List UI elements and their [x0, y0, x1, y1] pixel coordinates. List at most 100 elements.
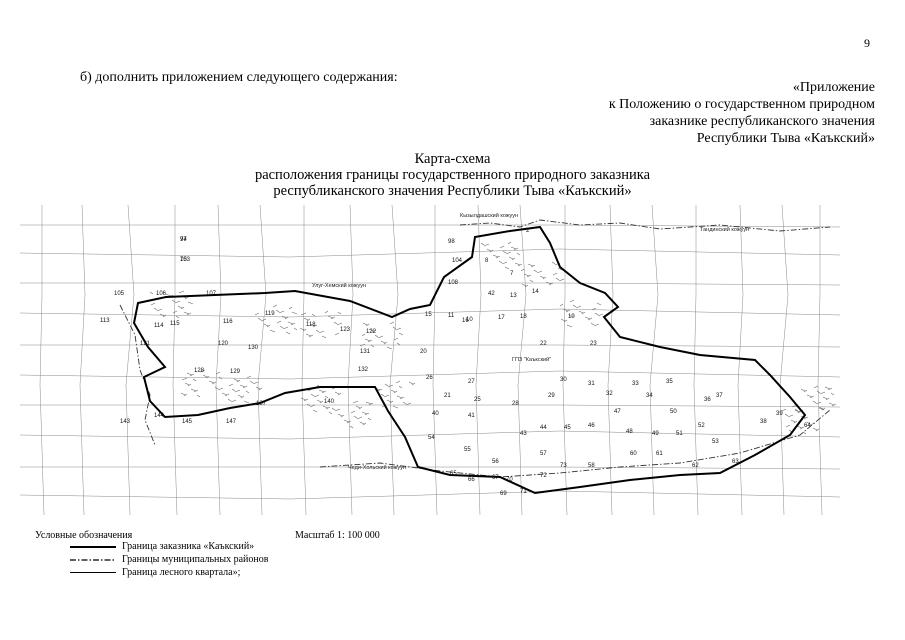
quarter-number: 20 — [420, 349, 427, 355]
quarter-number: 66 — [468, 477, 475, 483]
grid-line-horizontal — [20, 466, 840, 470]
relief-mark — [816, 390, 821, 394]
relief-mark — [334, 408, 341, 412]
relief-mark — [260, 318, 267, 322]
relief-mark — [205, 375, 210, 379]
grid-line-horizontal — [20, 490, 840, 500]
relief-mark — [596, 302, 602, 306]
relief-mark — [343, 419, 350, 423]
quarter-number: 67 — [492, 475, 499, 481]
relief-mark — [552, 272, 558, 276]
map-scale: Масштаб 1: 100 000 — [295, 530, 380, 541]
relief-mark — [527, 263, 534, 267]
quarter-number: 29 — [548, 393, 555, 399]
relief-mark — [257, 317, 262, 321]
relief-mark — [402, 401, 407, 405]
relief-mark — [285, 331, 291, 335]
relief-mark — [516, 252, 521, 256]
relief-mark — [340, 414, 345, 418]
quarter-number: 104 — [452, 258, 463, 264]
quarter-number: 144 — [154, 413, 165, 419]
quarter-number: 69 — [500, 491, 507, 497]
quarter-number: 36 — [704, 397, 711, 403]
quarter-number: 38 — [760, 419, 767, 425]
relief-mark — [324, 310, 329, 314]
relief-mark — [300, 397, 307, 401]
relief-mark — [353, 415, 358, 419]
relief-mark — [507, 241, 512, 245]
quarter-number: 11 — [448, 313, 455, 319]
quarter-number: 71 — [520, 489, 527, 495]
relief-mark — [287, 321, 294, 325]
relief-mark — [202, 374, 208, 378]
relief-mark — [187, 301, 194, 305]
relief-mark — [802, 431, 807, 435]
relief-mark — [300, 312, 307, 316]
quarter-number: 72 — [540, 473, 547, 479]
grid-line-vertical — [562, 205, 568, 515]
quarter-number: 49 — [652, 431, 659, 437]
relief-mark — [389, 400, 394, 404]
quarter-number: 51 — [676, 431, 683, 437]
relief-mark — [557, 267, 563, 271]
relief-mark — [227, 398, 232, 402]
relief-mark — [337, 413, 343, 417]
grid-line-vertical — [737, 205, 744, 515]
quarter-number: 129 — [230, 369, 241, 375]
quarter-number: 119 — [265, 311, 275, 317]
relief-mark — [172, 310, 178, 314]
relief-mark — [349, 425, 354, 429]
relief-mark — [316, 399, 322, 403]
appendix-line-2: к Положению о государственном природном — [608, 97, 875, 112]
quarter-number: 113 — [100, 318, 110, 324]
relief-mark — [310, 393, 315, 397]
map-title-line-3: республиканского значения Республики Тыв… — [273, 183, 632, 199]
grid-line-vertical — [125, 205, 135, 515]
relief-mark — [393, 337, 399, 341]
relief-mark — [393, 390, 398, 394]
relief-mark — [784, 413, 789, 417]
quarter-number: 18 — [520, 314, 527, 320]
relief-mark — [815, 428, 820, 432]
relief-mark — [361, 411, 368, 415]
quarter-number: 131 — [360, 349, 371, 355]
relief-mark — [489, 249, 494, 253]
relief-mark — [233, 378, 239, 382]
quarter-number: 43 — [520, 431, 527, 437]
quarter-number: 97 — [180, 237, 187, 243]
quarter-number: 8 — [485, 258, 489, 264]
relief-mark — [405, 402, 412, 406]
relief-mark — [313, 394, 320, 398]
relief-mark — [236, 379, 241, 383]
quarter-number: 143 — [120, 419, 131, 425]
relief-mark — [367, 417, 372, 421]
relief-mark — [812, 427, 818, 431]
relief-mark — [254, 312, 260, 316]
relief-mark — [806, 394, 813, 398]
relief-mark — [180, 392, 186, 396]
forest-quarter-grid — [20, 205, 840, 515]
relief-mark — [594, 312, 599, 316]
relief-mark — [806, 421, 811, 425]
relief-mark — [593, 323, 600, 327]
relief-mark — [813, 385, 819, 389]
relief-mark — [174, 300, 181, 304]
grid-line-vertical — [215, 205, 222, 515]
district-label: Кызылдашский кожуун — [460, 212, 518, 219]
relief-mark — [334, 391, 340, 395]
relief-mark — [558, 278, 565, 282]
legend-item-forest-quarter: Граница лесного квартала»; — [70, 567, 240, 578]
relief-mark — [334, 332, 340, 336]
relief-mark — [390, 389, 396, 393]
quarter-number: 54 — [428, 435, 435, 441]
grid-line-horizontal — [20, 308, 840, 318]
grid-line-horizontal — [20, 404, 840, 408]
quarter-number: 26 — [426, 375, 433, 381]
grid-line-vertical — [347, 205, 354, 515]
grid-line-vertical — [649, 205, 659, 515]
relief-mark — [275, 309, 280, 313]
relief-mark — [302, 328, 307, 332]
quarter-number: 46 — [588, 423, 595, 429]
quarter-number: 108 — [448, 280, 459, 286]
